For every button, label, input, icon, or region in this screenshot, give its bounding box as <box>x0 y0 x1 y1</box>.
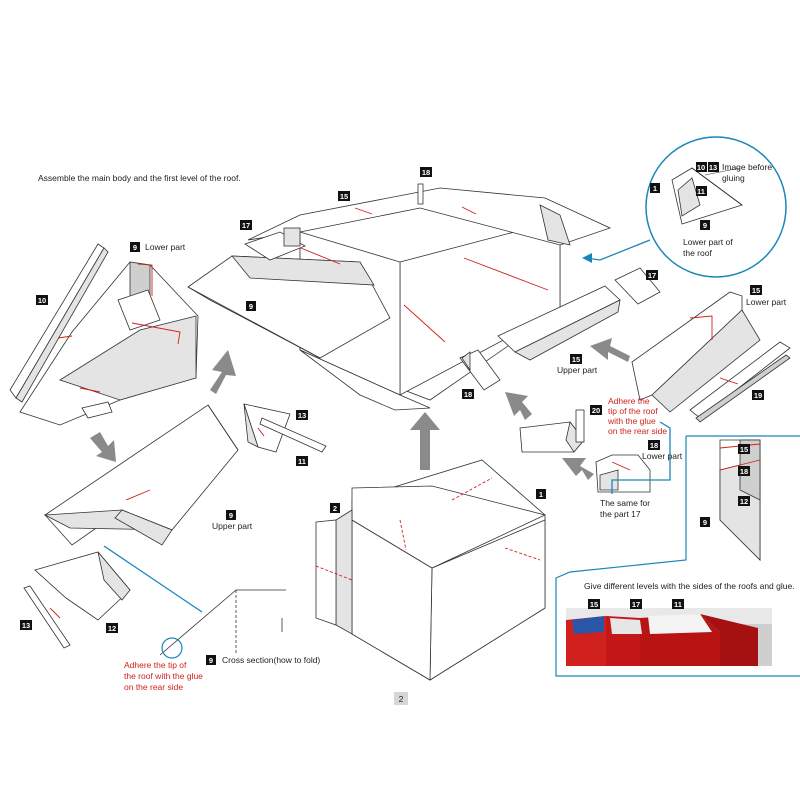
inset-badge-15: 15 <box>740 445 748 454</box>
badge-19: 19 <box>754 391 762 400</box>
inset-badge-12: 12 <box>740 497 748 506</box>
label-image-before-2: gluing <box>722 173 745 183</box>
top-flaps <box>247 187 612 246</box>
zoom-badge-13: 13 <box>709 163 717 172</box>
note-adhere-left-3: on the rear side <box>124 682 183 692</box>
inset-badge-18: 18 <box>740 467 748 476</box>
badge-2: 2 <box>333 504 337 513</box>
photo-badge-11: 11 <box>674 600 682 609</box>
label-same-for-1: The same for <box>600 498 650 508</box>
badge-9-top: 9 <box>249 302 253 311</box>
label-upper-part-9: Upper part <box>212 521 253 531</box>
page-number-box <box>394 692 408 705</box>
note-adhere-right-2: tip of the roof <box>608 406 658 416</box>
label-lower-part-9: Lower part <box>145 242 186 252</box>
badge-13b: 13 <box>22 621 30 630</box>
label-lower-part-15: Lower part <box>746 297 787 307</box>
inset-panel <box>555 435 800 677</box>
arrow-up-left <box>210 350 236 394</box>
badge-18-lower: 18 <box>650 441 658 450</box>
right-lower-part-15 <box>631 291 791 423</box>
cross-section <box>103 545 286 659</box>
label-image-before-1: Image before <box>722 162 772 172</box>
arrow-upleft-1 <box>505 392 532 420</box>
bottom-assembly <box>315 459 547 681</box>
badge-15-upper: 15 <box>572 355 580 364</box>
left-upper-part-9 <box>43 404 239 546</box>
badge-9-lower: 9 <box>133 243 137 252</box>
badge-15-top: 15 <box>340 192 348 201</box>
inset-badge-9: 9 <box>703 518 707 527</box>
zoom-badge-1: 1 <box>653 184 657 193</box>
label-levels-caption: Give different levels with the sides of … <box>584 581 795 591</box>
arrow-up-center <box>410 412 440 470</box>
text-labels: Lower part Upper part Upper part Lower p… <box>124 162 795 692</box>
part-18-lower <box>595 454 651 493</box>
note-adhere-left-2: the roof with the glue <box>124 671 203 681</box>
note-adhere-right-3: with the glue <box>607 416 656 426</box>
instruction-text: Assemble the main body and the first lev… <box>38 173 241 183</box>
part-badges: 1 2 9 9 9 9 10 11 12 13 13 15 15 17 17 1… <box>20 162 764 665</box>
part-20 <box>519 409 585 453</box>
badge-18-mid: 18 <box>464 390 472 399</box>
badge-9-upper: 9 <box>229 511 233 520</box>
badge-20: 20 <box>592 406 600 415</box>
arrow-down-left <box>90 432 116 462</box>
badge-13: 13 <box>298 411 306 420</box>
zoom-badge-9: 9 <box>703 221 707 230</box>
label-lower-part-18: Lower part <box>642 451 683 461</box>
part-12-13 <box>23 551 131 649</box>
zoom-badge-11: 11 <box>697 187 705 196</box>
arrow-upleft-2 <box>562 458 594 480</box>
badge-11: 11 <box>298 457 306 466</box>
top-assembly <box>187 183 661 411</box>
photo-badge-15: 15 <box>590 600 598 609</box>
badge-18-top: 18 <box>422 168 430 177</box>
badge-15-lower: 15 <box>752 286 760 295</box>
photo-badge-17: 17 <box>632 600 640 609</box>
label-cross-section: Cross section(how to fold) <box>222 655 320 665</box>
badge-17-left: 17 <box>242 221 250 230</box>
badge-1: 1 <box>539 490 543 499</box>
arrow-left-right <box>590 338 630 362</box>
small-parts-13-11 <box>243 403 327 453</box>
note-adhere-right-4: on the rear side <box>608 426 667 436</box>
label-upper-part-15: Upper part <box>557 365 598 375</box>
page-number: 2 <box>399 694 404 704</box>
note-adhere-right-1: Adhere the <box>608 396 650 406</box>
flow-arrows <box>90 338 630 480</box>
zoom-badge-10: 10 <box>697 163 705 172</box>
note-adhere-left-1: Adhere the tip of <box>124 660 187 670</box>
label-lower-roof-2: the roof <box>683 248 712 258</box>
label-same-for-2: the part 17 <box>600 509 641 519</box>
badge-9-cross: 9 <box>209 656 213 665</box>
badge-17-right: 17 <box>648 271 656 280</box>
badge-12: 12 <box>108 624 116 633</box>
left-lower-part-9 <box>9 243 199 426</box>
leader-18 <box>611 421 671 494</box>
label-lower-roof-1: Lower part of <box>683 237 733 247</box>
badge-10: 10 <box>38 296 46 305</box>
